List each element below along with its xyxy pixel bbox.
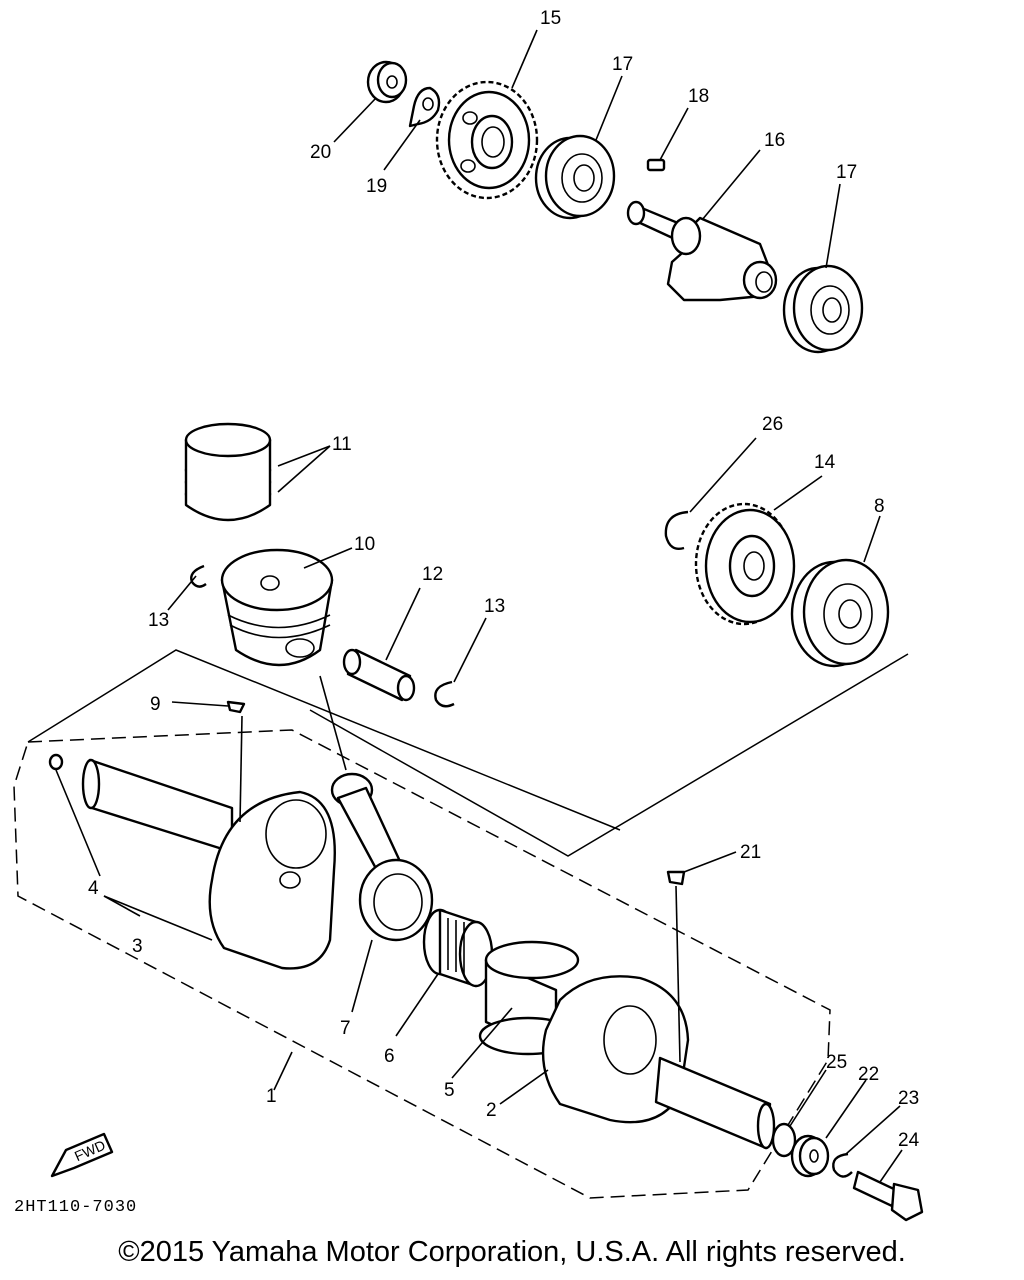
part-13-circlip-right[interactable] bbox=[434, 680, 455, 708]
part-17-bearing-upper[interactable] bbox=[534, 134, 616, 220]
callout-23: 23 bbox=[898, 1088, 919, 1109]
part-11-piston-rings[interactable] bbox=[184, 422, 272, 522]
part-10-piston[interactable] bbox=[220, 548, 334, 667]
callout-22: 22 bbox=[858, 1064, 879, 1085]
callout-13-right: 13 bbox=[484, 596, 505, 617]
part-14-primary-drive-gear[interactable] bbox=[694, 502, 796, 626]
part-24-bolt[interactable] bbox=[852, 1170, 924, 1222]
copyright-notice: ©2015 Yamaha Motor Corporation, U.S.A. A… bbox=[118, 1236, 906, 1268]
callout-15: 15 bbox=[540, 8, 561, 29]
callout-numbers: 15 17 18 16 17 20 19 11 26 14 8 10 12 13… bbox=[88, 8, 920, 1151]
callout-17-lower: 17 bbox=[836, 162, 857, 183]
part-6-needle-bearing[interactable] bbox=[422, 908, 494, 988]
diagram-code: 2HT110-7030 bbox=[14, 1198, 138, 1217]
part-7-connecting-rod[interactable] bbox=[330, 772, 434, 942]
callout-14: 14 bbox=[814, 452, 836, 473]
callout-16: 16 bbox=[764, 130, 785, 151]
callout-4: 4 bbox=[88, 878, 99, 899]
crankshaft-assembly-boundary bbox=[13, 729, 831, 1199]
part-8-bearing[interactable] bbox=[790, 558, 890, 668]
callout-3: 3 bbox=[132, 936, 143, 957]
part-3-crankshaft-left[interactable] bbox=[81, 758, 336, 970]
part-13-circlip-left[interactable] bbox=[190, 564, 207, 588]
part-21-woodruff-key[interactable] bbox=[666, 870, 686, 886]
callout-10: 10 bbox=[354, 534, 375, 555]
part-23-lock-washer[interactable] bbox=[832, 1152, 853, 1178]
callout-8: 8 bbox=[874, 496, 885, 517]
part-20-nut[interactable] bbox=[366, 60, 408, 104]
callout-26: 26 bbox=[762, 414, 783, 435]
callout-11: 11 bbox=[332, 434, 352, 455]
callout-9: 9 bbox=[150, 694, 161, 715]
part-19-lock-washer[interactable] bbox=[408, 86, 441, 128]
callout-17-upper: 17 bbox=[612, 54, 633, 75]
callout-6: 6 bbox=[384, 1046, 395, 1067]
part-2-crankshaft-right[interactable] bbox=[541, 975, 776, 1150]
part-18-woodruff-key[interactable] bbox=[646, 158, 666, 172]
callout-2: 2 bbox=[486, 1100, 497, 1121]
part-16-balancer-shaft[interactable] bbox=[626, 200, 778, 302]
part-4-dowel-pin[interactable] bbox=[48, 753, 64, 771]
callout-19: 19 bbox=[366, 176, 387, 197]
callout-20: 20 bbox=[310, 142, 331, 163]
callout-13-left: 13 bbox=[148, 610, 169, 631]
part-25-o-ring[interactable] bbox=[771, 1122, 797, 1158]
part-22-washer[interactable] bbox=[790, 1134, 830, 1178]
part-12-piston-pin[interactable] bbox=[342, 648, 416, 702]
callout-21: 21 bbox=[740, 842, 761, 863]
part-15-balancer-drive-gear[interactable] bbox=[435, 80, 539, 200]
callout-1: 1 bbox=[266, 1086, 277, 1107]
callout-25: 25 bbox=[826, 1052, 847, 1073]
leader-lines bbox=[55, 29, 903, 1183]
callout-24: 24 bbox=[898, 1130, 920, 1151]
part-26-circlip[interactable] bbox=[664, 510, 689, 550]
callout-7: 7 bbox=[340, 1018, 351, 1039]
forward-direction-arrow: FWD bbox=[50, 1132, 114, 1178]
callout-18: 18 bbox=[688, 86, 709, 107]
bearing-group-boundary bbox=[27, 649, 909, 857]
callout-12: 12 bbox=[422, 564, 443, 585]
part-9-woodruff-key[interactable] bbox=[226, 700, 246, 714]
callout-5: 5 bbox=[444, 1080, 455, 1101]
part-17-bearing-lower[interactable] bbox=[782, 264, 864, 354]
